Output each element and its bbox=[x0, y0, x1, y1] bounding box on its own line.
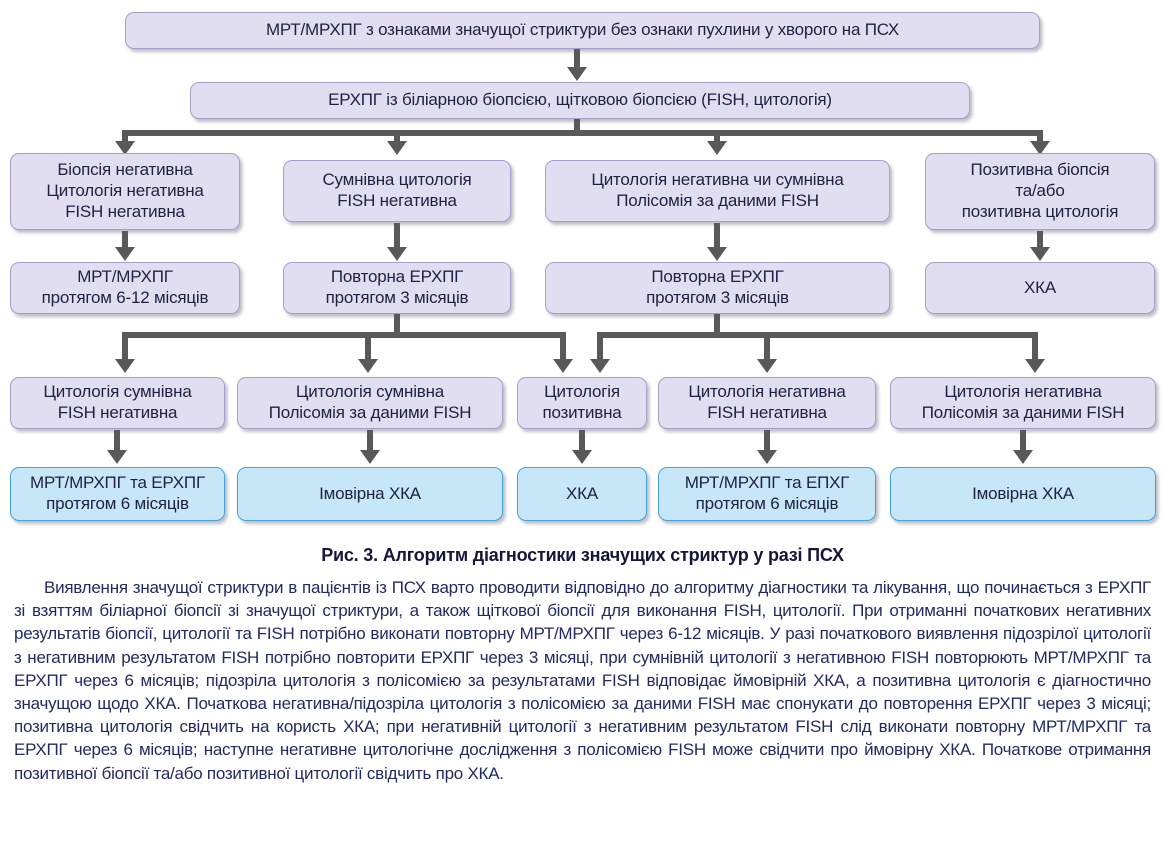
box-mrt-erchpg-6-months: МРТ/МРХПГ та ЕРХПГ протягом 6 місяців bbox=[10, 467, 225, 521]
arrow-down-head bbox=[757, 359, 777, 373]
connector-vline bbox=[1037, 136, 1043, 142]
connector-vline bbox=[560, 338, 566, 360]
arrow-down-head bbox=[360, 450, 380, 464]
arrow-down-head bbox=[757, 450, 777, 464]
box-cytology-suspicious-fish-negative: Цитологія сумнівна FISH негативна bbox=[10, 377, 225, 429]
arrow-down-head bbox=[115, 141, 135, 155]
box-cytology-negative-polysomy-fish: Цитологія негативна Полісомія за даними … bbox=[890, 377, 1156, 429]
figure-caption: Рис. 3. Алгоритм діагностики значущих ст… bbox=[321, 545, 844, 565]
arrow-down-head bbox=[1030, 247, 1050, 261]
arrow-down-head bbox=[553, 359, 573, 373]
connector-vline bbox=[1037, 231, 1043, 248]
connector-vline bbox=[574, 49, 580, 68]
connector-vline bbox=[394, 223, 400, 248]
box-cytology-suspicious-polysomy-fish: Цитологія сумнівна Полісомія за даними F… bbox=[237, 377, 503, 429]
box-erchpg-biliary-brush-biopsy: ЕРХПГ із біліарною біопсією, щітковою бі… bbox=[190, 82, 970, 119]
connector-vline bbox=[122, 231, 128, 248]
connector-vline bbox=[367, 430, 373, 451]
connector-vline bbox=[764, 338, 770, 360]
connector-hline bbox=[122, 130, 1043, 136]
arrow-down-head bbox=[567, 67, 587, 81]
box-cytology-positive: Цитологія позитивна bbox=[517, 377, 647, 429]
box-repeat-erchpg-3-months-left: Повторна ЕРХПГ протягом 3 місяців bbox=[283, 262, 511, 314]
connector-vline bbox=[394, 314, 400, 338]
box-cytology-negative-fish-negative: Цитологія негативна FISH негативна bbox=[658, 377, 876, 429]
connector-vline bbox=[714, 136, 720, 142]
connector-vline bbox=[1020, 430, 1026, 451]
arrow-down-head bbox=[387, 141, 407, 155]
box-hka: ХКА bbox=[925, 262, 1155, 314]
connector-vline bbox=[394, 136, 400, 142]
box-mrt-6-12-months: МРТ/МРХПГ протягом 6-12 місяців bbox=[10, 262, 240, 314]
box-mrt-epchg-6-months: МРТ/МРХПГ та ЕПХГ протягом 6 місяців bbox=[658, 467, 876, 521]
connector-vline bbox=[365, 338, 371, 360]
arrow-down-head bbox=[572, 450, 592, 464]
connector-vline bbox=[714, 314, 720, 338]
arrow-down-head bbox=[115, 247, 135, 261]
arrow-down-head bbox=[590, 359, 610, 373]
connector-vline bbox=[574, 119, 580, 136]
box-biopsy-cytology-fish-negative: Біопсія негативна Цитологія негативна FI… bbox=[10, 153, 240, 230]
arrow-down-head bbox=[707, 141, 727, 155]
box-cytology-neg-or-suspicious-polysomy-fish: Цитологія негативна чи сумнівна Полісомі… bbox=[545, 160, 890, 222]
connector-vline bbox=[1032, 338, 1038, 360]
connector-vline bbox=[122, 136, 128, 142]
arrow-down-head bbox=[107, 450, 127, 464]
arrow-down-head bbox=[1025, 359, 1045, 373]
arrow-down-head bbox=[358, 359, 378, 373]
arrow-down-head bbox=[1030, 141, 1050, 155]
connector-vline bbox=[122, 338, 128, 360]
connector-vline bbox=[714, 223, 720, 248]
arrow-down-head bbox=[1013, 450, 1033, 464]
connector-hline bbox=[122, 332, 566, 338]
arrow-down-head bbox=[115, 359, 135, 373]
connector-vline bbox=[579, 430, 585, 451]
box-probable-hka-right: Імовірна ХКА bbox=[890, 467, 1156, 521]
box-mrt-mrchpg-significant-stricture: МРТ/МРХПГ з ознаками значущої стриктури … bbox=[125, 12, 1040, 49]
connector-vline bbox=[114, 430, 120, 451]
box-suspicious-cytology-fish-negative: Сумнівна цитологія FISH негативна bbox=[283, 160, 511, 222]
connector-vline bbox=[764, 430, 770, 451]
box-hka-final: ХКА bbox=[517, 467, 647, 521]
box-repeat-erchpg-3-months-right: Повторна ЕРХПГ протягом 3 місяців bbox=[545, 262, 890, 314]
box-positive-biopsy-or-cytology: Позитивна біопсія та/або позитивна цитол… bbox=[925, 153, 1155, 230]
arrow-down-head bbox=[707, 247, 727, 261]
connector-vline bbox=[597, 338, 603, 360]
arrow-down-head bbox=[387, 247, 407, 261]
figure-description: Виявлення значущої стриктури в пацієнтів… bbox=[14, 578, 1151, 783]
box-probable-hka-left: Імовірна ХКА bbox=[237, 467, 503, 521]
connector-hline bbox=[597, 332, 1038, 338]
